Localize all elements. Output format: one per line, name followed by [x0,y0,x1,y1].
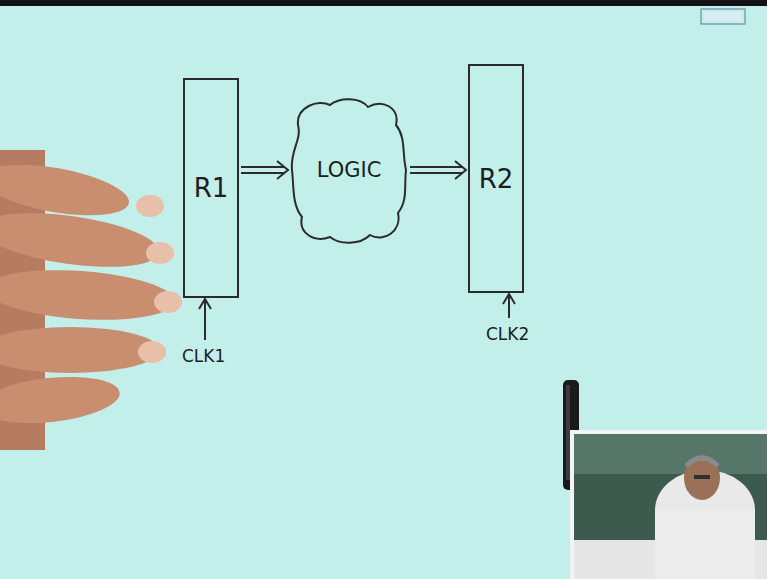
bus-arrow [241,161,288,179]
clock-label: CLK2 [486,324,529,344]
register-box: R1 [183,78,239,298]
node-text: LOGIC [317,158,382,182]
logo-mark [701,9,745,24]
logic-cloud: LOGIC [290,95,408,245]
clock-arrow [199,294,515,340]
bus-arrow [410,161,466,179]
node-text: R2 [479,164,514,194]
node-text: R1 [194,173,229,203]
top-border [0,0,767,6]
hand-illustration [0,150,182,450]
register-box: R2 [468,64,524,293]
video-inset [570,430,767,579]
clock-label: CLK1 [182,346,225,366]
logo-mark-fill [704,12,742,21]
